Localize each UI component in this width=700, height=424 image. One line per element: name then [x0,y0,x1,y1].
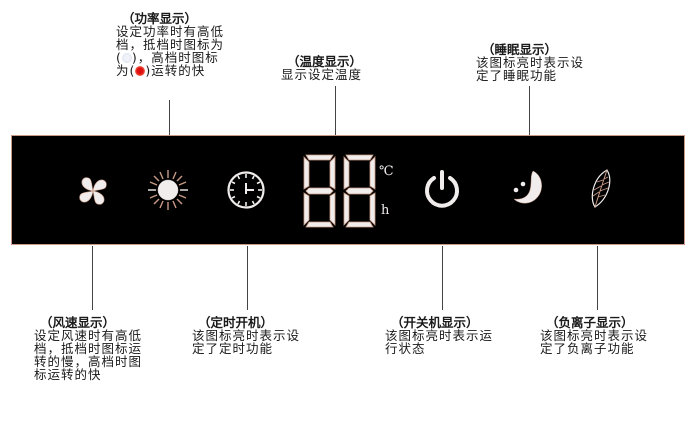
sleep-connector-line [529,86,530,136]
power-icon[interactable] [421,168,463,210]
moon-icon[interactable] [508,168,548,208]
sleep-display-label: （睡眠显示） 该图标亮时表示设定了睡眠功能 [476,43,588,82]
fan-speed-display-label: （风速显示） 设定风速时有高低档，抵档时图标运转的慢，高档时图标运转的快 [34,316,152,381]
temperature-display-label: （温度显示） 显示设定温度 [281,55,391,81]
timer-display-description: 该图标亮时表示设定了定时功能 [192,328,301,356]
anion-display-label: （负离子显示） 该图标亮时表示设定了负离子功能 [540,316,658,355]
anion-connector-line [597,246,598,310]
leaf-icon[interactable] [587,168,613,210]
fan-speed-display-description: 设定风速时有高低档，抵档时图标运转的慢，高档时图标运转的快 [34,328,143,382]
anion-display-description: 该图标亮时表示设定了负离子功能 [540,328,649,356]
power-switch-display-label: （开关机显示） 该图标亮时表示运行状态 [385,316,503,355]
power-switch-display-title: （开关机显示） [391,315,479,330]
anion-display-title: （负离子显示） [546,315,634,330]
seven-segment-display [301,153,381,229]
power-connector-line [169,100,170,136]
fan-speed-connector-line [92,246,93,310]
timer-display-label: （定时开机） 该图标亮时表示设定了定时功能 [192,316,310,355]
hour-unit: h [381,203,390,218]
power-switch-connector-line [442,246,443,310]
power-display-label: （功率显示） 设定功率时有高低档，抵档时图标为()，高档时图标为()运转的快 [116,12,228,77]
temperature-display-description: 显示设定温度 [281,67,363,82]
temperature-connector-line [335,86,336,136]
power-switch-display-description: 该图标亮时表示运行状态 [385,328,494,356]
temperature-display-title: （温度显示） [287,54,363,69]
power-display-description: 设定功率时有高低档，抵档时图标为()，高档时图标为()运转的快 [116,24,225,78]
sun-icon[interactable] [147,169,189,211]
low-power-indicator-icon [121,53,132,63]
power-display-title: （功率显示） [122,11,198,26]
celsius-unit: ℃ [379,164,394,179]
timer-connector-line [247,246,248,310]
sleep-display-title: （睡眠显示） [482,42,558,57]
fan-icon[interactable] [76,174,110,208]
timer-display-title: （定时开机） [198,315,274,330]
fan-speed-display-title: （风速显示） [40,315,116,330]
clock-icon[interactable] [226,170,266,210]
high-power-indicator-icon [135,66,146,76]
sleep-display-description: 该图标亮时表示设定了睡眠功能 [476,55,585,83]
